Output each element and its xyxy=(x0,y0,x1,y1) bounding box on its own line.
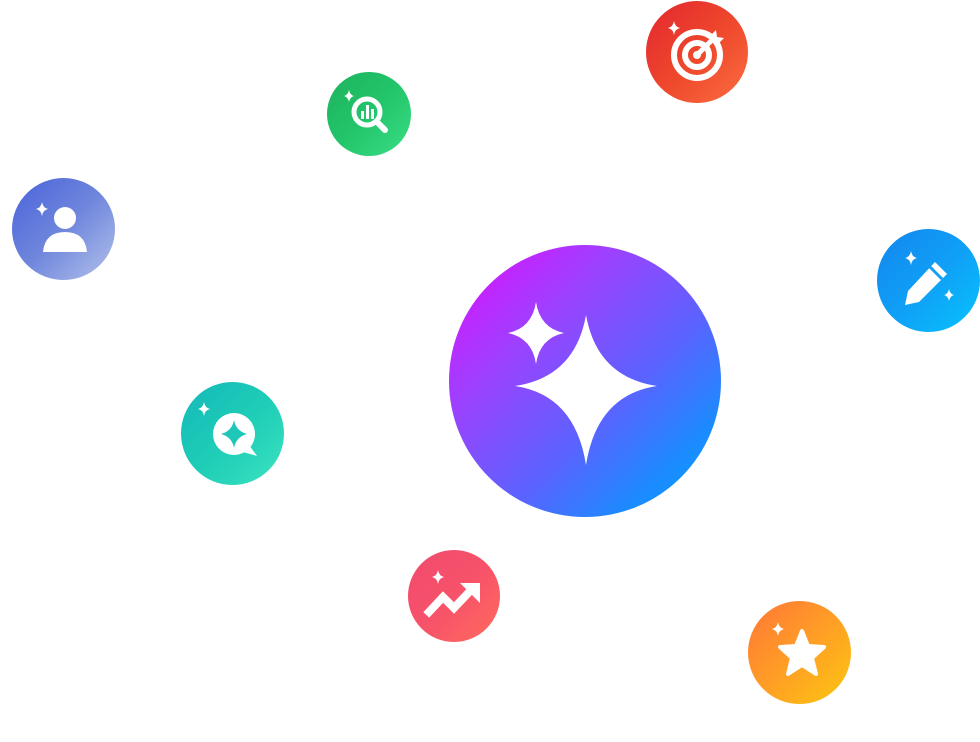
user-badge xyxy=(12,178,115,280)
analytics-badge xyxy=(327,72,411,156)
chat-badge xyxy=(181,382,284,485)
user-icon xyxy=(36,202,87,252)
ai-sparkle-badge xyxy=(449,245,721,517)
target-icon xyxy=(668,21,724,81)
star-badge xyxy=(748,601,851,704)
trending-up-icon xyxy=(423,570,480,618)
ai-sparkle-icon xyxy=(508,302,657,465)
chat-bubble-icon xyxy=(198,402,257,456)
star-icon xyxy=(772,622,826,676)
trend-badge xyxy=(408,550,500,642)
pencil-icon xyxy=(905,251,954,305)
chart-search-icon xyxy=(344,90,388,133)
pencil-badge xyxy=(877,229,980,332)
target-badge xyxy=(646,1,748,103)
